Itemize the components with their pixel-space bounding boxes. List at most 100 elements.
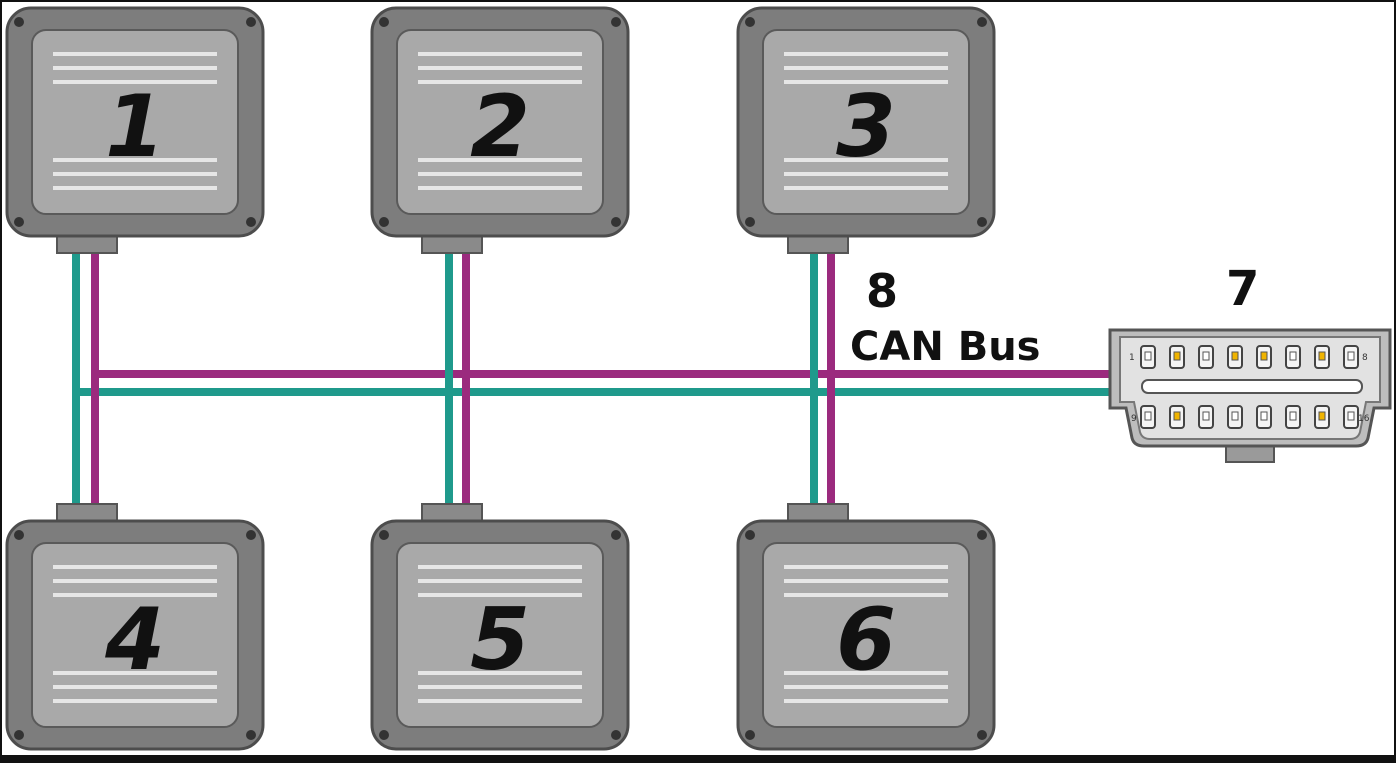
ecu-modules: 1 2 3 4 5 6 bbox=[5, 6, 996, 751]
ecu-3-vent-line bbox=[784, 52, 948, 56]
ecu-3-vent-line bbox=[784, 172, 948, 176]
ecu-3-vent-line bbox=[784, 186, 948, 190]
obd-pin-contact bbox=[1144, 351, 1152, 361]
ecu-2-screw bbox=[379, 17, 389, 27]
ecu-4-vent-line bbox=[53, 671, 217, 675]
ecu-6-screw bbox=[977, 530, 987, 540]
obd-pin-contact bbox=[1173, 351, 1181, 361]
ecu-2-face bbox=[396, 29, 604, 215]
ecu-5-screw bbox=[611, 730, 621, 740]
obd-pin-contact bbox=[1231, 351, 1239, 361]
ecu-4-vent-line bbox=[53, 685, 217, 689]
ecu-6-screw bbox=[977, 730, 987, 740]
ecu-6-vent-line bbox=[784, 685, 948, 689]
ecu-6-face bbox=[762, 542, 970, 728]
ecu-3-screw bbox=[977, 217, 987, 227]
ecu-module-1: 1 bbox=[5, 6, 265, 254]
ecu-5-screw bbox=[611, 530, 621, 540]
obd-pin-contact bbox=[1260, 411, 1268, 421]
obd-pin-contact bbox=[1289, 351, 1297, 361]
ecu-3-screw bbox=[745, 17, 755, 27]
ecu-5-screw bbox=[379, 730, 389, 740]
ecu-1-vent-line bbox=[53, 186, 217, 190]
ecu-4-vent-line bbox=[53, 699, 217, 703]
ecu-4-number: 4 bbox=[104, 590, 165, 690]
ecu-1-vent-line bbox=[53, 172, 217, 176]
ecu-4-vent-line bbox=[53, 565, 217, 569]
ecu-1-vent-line bbox=[53, 52, 217, 56]
obd-top-pin-row bbox=[1140, 345, 1359, 369]
bus-number-label: 8 bbox=[866, 264, 898, 318]
obd-connector: 1 8 9 16 bbox=[1108, 328, 1392, 463]
ecu-6-vent-line bbox=[784, 579, 948, 583]
ecu-1-number: 1 bbox=[105, 77, 165, 177]
obd-pin-contact bbox=[1318, 351, 1326, 361]
ecu-4-screw bbox=[14, 730, 24, 740]
obd-pin-contact bbox=[1318, 411, 1326, 421]
ecu-4-vent-line bbox=[53, 593, 217, 597]
obd-pin-contact bbox=[1144, 411, 1152, 421]
obd-pin-contact bbox=[1260, 351, 1268, 361]
obd-pin-contact bbox=[1231, 411, 1239, 421]
ecu-5-screw bbox=[379, 530, 389, 540]
obd-pin-contact bbox=[1173, 411, 1181, 421]
ecu-1-vent-line bbox=[53, 158, 217, 162]
ecu-3-screw bbox=[977, 17, 987, 27]
ecu-3-number: 3 bbox=[836, 77, 896, 177]
ecu-3-screw bbox=[745, 217, 755, 227]
connector-number-label: 7 bbox=[1226, 261, 1259, 317]
ecu-1-vent-line bbox=[53, 66, 217, 70]
ecu-5-vent-line bbox=[418, 593, 582, 597]
ecu-5-vent-line bbox=[418, 699, 582, 703]
ecu-6-vent-line bbox=[784, 671, 948, 675]
ecu-3-vent-line bbox=[784, 66, 948, 70]
ecu-2-vent-line bbox=[418, 80, 582, 84]
ecu-1-screw bbox=[246, 17, 256, 27]
bus-name-label: CAN Bus bbox=[850, 324, 1041, 370]
bus-wires bbox=[72, 250, 1112, 505]
obd-pin-contact bbox=[1202, 411, 1210, 421]
ecu-module-5: 5 bbox=[370, 503, 630, 751]
ecu-5-number: 5 bbox=[470, 590, 530, 690]
ecu-2-screw bbox=[379, 217, 389, 227]
ecu-module-3: 3 bbox=[736, 6, 996, 254]
obd-pin-contact bbox=[1347, 411, 1355, 421]
ecu-module-6: 6 bbox=[736, 503, 996, 751]
ecu-3-face bbox=[762, 29, 970, 215]
ecu-4-vent-line bbox=[53, 579, 217, 583]
ecu-4-screw bbox=[14, 530, 24, 540]
pin-1-label: 1 bbox=[1129, 353, 1135, 363]
ecu-6-vent-line bbox=[784, 699, 948, 703]
obd-pin-contact bbox=[1347, 351, 1355, 361]
ecu-2-screw bbox=[611, 217, 621, 227]
ecu-2-vent-line bbox=[418, 172, 582, 176]
ecu-4-face bbox=[31, 542, 239, 728]
ecu-6-screw bbox=[745, 730, 755, 740]
ecu-module-4: 4 bbox=[5, 503, 265, 751]
pin-16-label: 16 bbox=[1358, 414, 1370, 424]
ecu-3-vent-line bbox=[784, 80, 948, 84]
obd-center-slot bbox=[1141, 379, 1363, 394]
ecu-5-vent-line bbox=[418, 579, 582, 583]
bottom-border bbox=[0, 755, 1396, 763]
ecu-5-vent-line bbox=[418, 565, 582, 569]
ecu-2-vent-line bbox=[418, 52, 582, 56]
ecu-module-2: 2 bbox=[370, 6, 630, 254]
ecu-1-screw bbox=[14, 17, 24, 27]
pin-9-label: 9 bbox=[1131, 414, 1137, 424]
ecu-1-face bbox=[31, 29, 239, 215]
ecu-1-screw bbox=[14, 217, 24, 227]
obd-pin-contact bbox=[1202, 351, 1210, 361]
obd-bottom-pin-row bbox=[1140, 405, 1359, 429]
ecu-6-vent-line bbox=[784, 565, 948, 569]
ecu-5-vent-line bbox=[418, 685, 582, 689]
ecu-6-screw bbox=[745, 530, 755, 540]
ecu-5-vent-line bbox=[418, 671, 582, 675]
ecu-6-number: 6 bbox=[836, 590, 896, 690]
ecu-6-vent-line bbox=[784, 593, 948, 597]
ecu-1-vent-line bbox=[53, 80, 217, 84]
obd-pin-contact bbox=[1289, 411, 1297, 421]
ecu-2-vent-line bbox=[418, 186, 582, 190]
ecu-2-number: 2 bbox=[470, 77, 530, 177]
